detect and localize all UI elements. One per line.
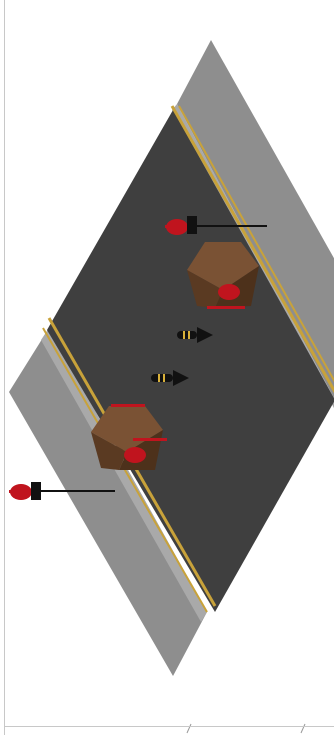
target-red-icon <box>218 284 240 300</box>
building-red-base <box>207 306 245 309</box>
dart-red-band <box>9 490 17 493</box>
game-viewport <box>4 0 334 735</box>
dart-black-bar <box>187 216 197 234</box>
bottom-border <box>5 726 334 727</box>
building-red-base <box>133 438 167 441</box>
target-red-icon <box>124 447 146 463</box>
dart-red-band <box>165 225 173 228</box>
dart-band <box>158 374 160 382</box>
dart-band <box>183 331 185 339</box>
dart-shaft <box>177 331 197 339</box>
dart-band <box>163 374 165 382</box>
dart-black-bar <box>31 482 41 500</box>
building-red-top <box>111 404 145 407</box>
dart-band <box>188 331 190 339</box>
dart-shaft <box>151 374 173 382</box>
